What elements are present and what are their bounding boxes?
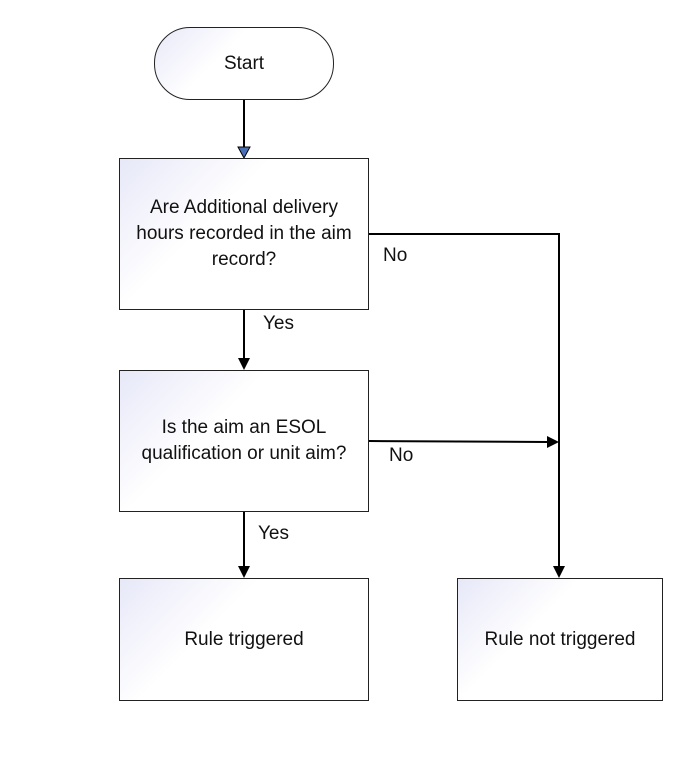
decision-esol-aim-label: Is the aim an ESOL qualification or unit… [141, 417, 347, 464]
edge-label-hours-yes: Yes [263, 313, 294, 334]
edge-label-hours-no: No [383, 245, 408, 266]
arrowhead-not-triggered [553, 566, 565, 578]
decision-hours-recorded-label: Are Additional delivery hours recorded i… [136, 197, 352, 270]
arrowhead-triggered [238, 566, 250, 578]
start-node-label: Start [223, 52, 265, 74]
connector-esol-no [368, 440, 548, 443]
outcome-rule-triggered-label: Rule triggered [184, 628, 304, 650]
arrowhead-hours-yes [238, 358, 250, 370]
outcome-rule-not-triggered: Rule not triggered [457, 578, 663, 701]
connector-hours-no [369, 233, 560, 566]
decision-hours-recorded: Are Additional delivery hours recorded i… [119, 158, 369, 310]
arrowhead-esol-no [547, 436, 559, 448]
outcome-rule-not-triggered-label: Rule not triggered [484, 628, 636, 650]
start-node: Start [154, 27, 334, 100]
outcome-rule-triggered: Rule triggered [119, 578, 369, 701]
decision-esol-aim: Is the aim an ESOL qualification or unit… [119, 370, 369, 512]
edge-label-esol-yes: Yes [258, 523, 289, 544]
arrowhead-start [237, 146, 251, 160]
edge-label-esol-no: No [389, 445, 414, 466]
